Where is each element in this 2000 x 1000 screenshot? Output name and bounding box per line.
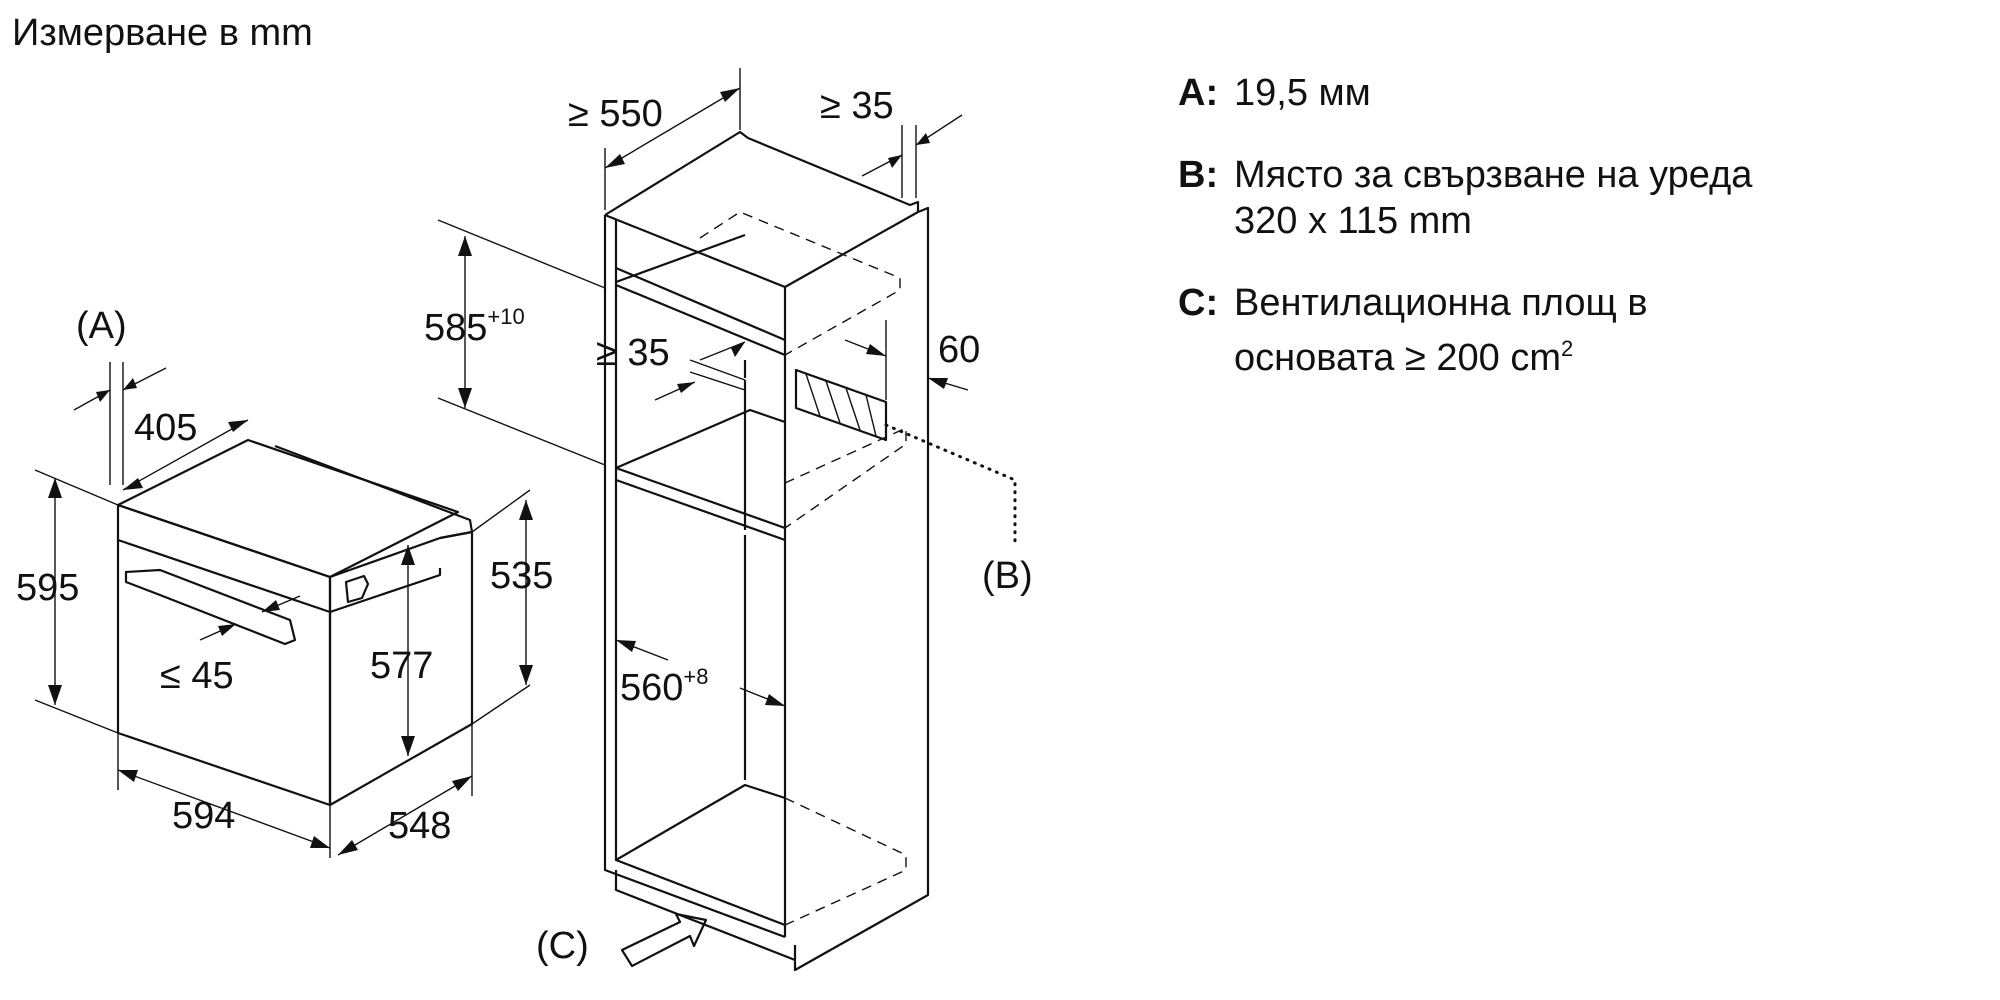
cabinet-left-side xyxy=(603,215,786,939)
cabinet-top xyxy=(604,130,920,288)
legend-line: Място за свързване на уреда xyxy=(1234,154,1753,196)
cabinet-hidden-bottom xyxy=(784,797,907,926)
legend-line: 320 x 115 mm xyxy=(1234,200,1472,242)
legend-item-b: B: Място за свързване на уреда 320 x 115… xyxy=(1178,152,1978,244)
label-niche-height-585: 585+10 xyxy=(424,304,525,349)
label-rear-gap-35: ≥ 35 xyxy=(820,85,894,127)
label-depth-550: ≥ 550 xyxy=(568,93,663,135)
cabinet-dimension-lines xyxy=(437,68,1017,968)
legend-item-a: A: 19,5 мм xyxy=(1178,70,1978,116)
oven-side-profile xyxy=(329,568,442,614)
callout-b-text: (B) xyxy=(982,555,1033,597)
cabinet-upper-shelf xyxy=(615,266,786,342)
cabinet-hidden-middle xyxy=(784,426,907,529)
label-gap-a: (A) xyxy=(76,305,127,347)
label-height-577: 577 xyxy=(370,645,433,687)
cabinet-plinth xyxy=(614,870,796,962)
niche-height-tolerance: +10 xyxy=(487,304,524,329)
label-height-595: 595 xyxy=(16,567,79,609)
cabinet-right-side xyxy=(793,206,930,972)
callout-c: (C) xyxy=(536,925,589,967)
niche-width-tolerance: +8 xyxy=(683,664,708,689)
cabinet-drawing xyxy=(603,130,930,972)
oven-side-bracket xyxy=(344,574,370,604)
legend-key-b: B: xyxy=(1178,154,1219,196)
label-height-535: 535 xyxy=(490,555,553,597)
label-width-594: 594 xyxy=(172,795,235,837)
leader-b xyxy=(884,423,1017,547)
legend-text-c: Вентилационна площ в основата ≥ 200 cm2 xyxy=(1234,280,1978,381)
legend-superscript: 2 xyxy=(1561,336,1574,361)
niche-height-value: 585 xyxy=(424,307,487,349)
oven-dimension-lines xyxy=(34,362,533,858)
legend-key-a: A: xyxy=(1178,72,1219,114)
niche-width-value: 560 xyxy=(620,667,683,709)
cabinet-bottom-shelf xyxy=(615,783,786,861)
label-depth-405: 405 xyxy=(134,407,197,449)
oven-handle xyxy=(124,568,297,646)
label-inner-gap-35: ≥ 35 xyxy=(596,332,670,374)
label-side-gap-60: 60 xyxy=(938,329,980,371)
oven-control-strip xyxy=(117,538,331,614)
legend-line: 19,5 мм xyxy=(1234,72,1371,114)
legend-text-b: Място за свързване на уреда 320 x 115 mm xyxy=(1234,152,1978,244)
callout-b: (B) xyxy=(982,555,1033,597)
legend-text-a: 19,5 мм xyxy=(1234,70,1978,116)
label-niche-width-560: 560+8 xyxy=(620,664,709,709)
cabinet-middle-shelf xyxy=(615,408,786,470)
ventilation-arrow-c xyxy=(620,912,708,968)
legend-key-c: C: xyxy=(1178,282,1219,324)
cabinet-hidden-top xyxy=(699,211,901,356)
page-title: Измерване в mm xyxy=(12,12,313,54)
label-depth-548: 548 xyxy=(388,805,451,847)
legend: A: 19,5 мм B: Място за свързване на уред… xyxy=(1178,70,1978,417)
legend-line: основата ≥ 200 cm2 xyxy=(1234,326,1978,381)
callout-c-text: (C) xyxy=(536,925,589,967)
connection-zone-b xyxy=(794,368,888,442)
legend-line: Вентилационна площ в xyxy=(1234,282,1648,324)
legend-line-text: основата ≥ 200 cm xyxy=(1234,337,1562,379)
legend-item-c: C: Вентилационна площ в основата ≥ 200 c… xyxy=(1178,280,1978,381)
oven-drawing xyxy=(116,438,474,807)
label-handle-45: ≤ 45 xyxy=(160,655,234,697)
oven-side xyxy=(328,530,474,807)
